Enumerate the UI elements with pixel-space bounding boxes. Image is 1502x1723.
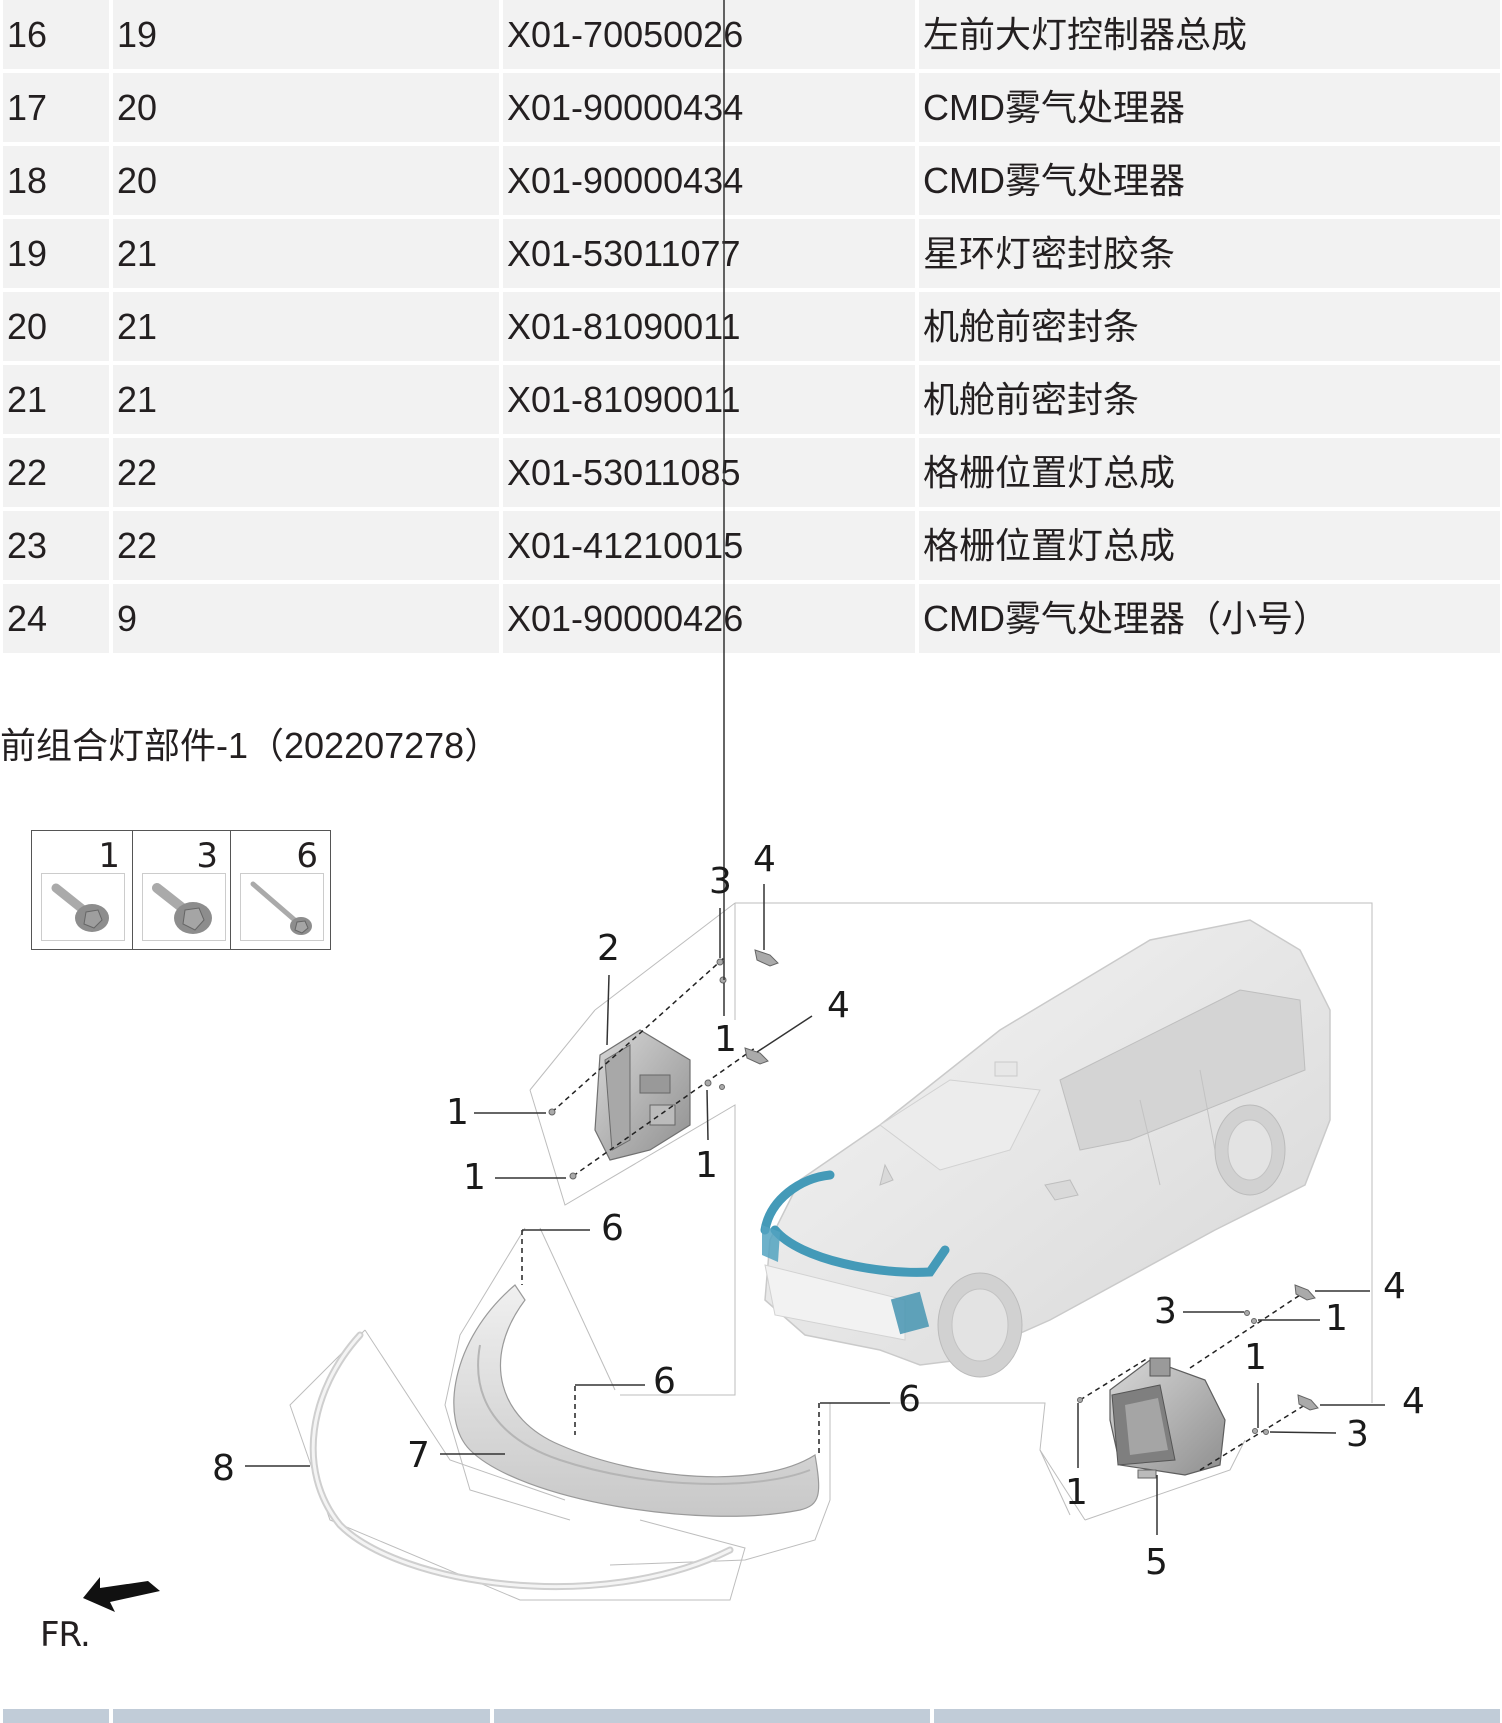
callout-3: 3 [709,861,732,902]
cell-part-name: 机舱前密封条 [919,292,1500,361]
table-row: 16 19 X01-70050026 左前大灯控制器总成 [0,0,1502,69]
callout-4: 4 [1383,1266,1406,1307]
cell-part-number: X01-70050026 [503,0,915,69]
callout-8: 8 [212,1448,235,1489]
cell-ref: 21 [113,292,499,361]
group-frame-lines [289,902,1373,1601]
seal-strip-part [309,1331,734,1591]
cell-ref: 19 [113,0,499,69]
cell-part-name: CMD雾气处理器（小号） [919,584,1500,653]
callout-3: 3 [1346,1414,1369,1455]
cell-part-number: X01-53011085 [503,438,915,507]
callout-3: 3 [1154,1291,1177,1332]
fastener-legend: 1 3 6 [31,830,331,950]
callout-6: 6 [898,1379,921,1420]
cell-part-number: X01-81090011 [503,292,915,361]
cell-part-number: X01-90000434 [503,73,915,142]
fastener-paths-strip [521,1230,820,1455]
header-cell [494,1709,930,1723]
cell-index: 17 [3,73,109,142]
fog-processor-part [1109,1357,1226,1479]
flange-bolt-large-icon [142,873,226,941]
table-row: 18 20 X01-90000434 CMD雾气处理器 [0,146,1502,215]
header-cell [934,1709,1500,1723]
highlighted-light-bar [760,1170,950,1277]
next-table-header [0,1709,1502,1723]
callout-6: 6 [601,1208,624,1249]
front-direction-arrow [83,1577,160,1612]
callout-1: 1 [695,1145,718,1186]
table-row: 22 22 X01-53011085 格栅位置灯总成 [0,438,1502,507]
cell-index: 18 [3,146,109,215]
legend-item: 1 [32,831,133,949]
cell-part-number: X01-53011077 [503,219,915,288]
callout-1: 1 [1325,1298,1348,1339]
cell-part-name: 机舱前密封条 [919,365,1500,434]
legend-number: 1 [98,836,120,876]
cell-index: 21 [3,365,109,434]
header-cell [113,1709,490,1723]
cell-ref: 20 [113,73,499,142]
cell-index: 22 [3,438,109,507]
cell-index: 19 [3,219,109,288]
cell-part-name: 格栅位置灯总成 [919,438,1500,507]
callout-1: 1 [714,1019,737,1060]
callout-2: 2 [597,928,620,969]
table-row: 19 21 X01-53011077 星环灯密封胶条 [0,219,1502,288]
grille-light-strip-part [453,1284,820,1517]
highlighted-fog-processor [890,1291,930,1335]
cell-part-number: X01-90000434 [503,146,915,215]
cell-part-name: 星环灯密封胶条 [919,219,1500,288]
table-row: 24 9 X01-90000426 CMD雾气处理器（小号） [0,584,1502,653]
callout-7: 7 [407,1435,430,1476]
callout-1: 1 [1244,1337,1267,1378]
cell-index: 16 [3,0,109,69]
cell-index: 23 [3,511,109,580]
cell-ref: 21 [113,219,499,288]
cell-part-number: X01-90000426 [503,584,915,653]
flange-bolt-icon [41,873,125,941]
cell-ref: 22 [113,438,499,507]
headlight-controller-part [594,1029,691,1161]
table-row: 21 21 X01-81090011 机舱前密封条 [0,365,1502,434]
callout-4: 4 [827,985,850,1026]
cell-part-number: X01-41210015 [503,511,915,580]
callout-4: 4 [753,839,776,880]
cell-part-name: 格栅位置灯总成 [919,511,1500,580]
header-cell [3,1709,109,1723]
table-row: 23 22 X01-41210015 格栅位置灯总成 [0,511,1502,580]
cell-part-name: 左前大灯控制器总成 [919,0,1500,69]
table-row: 17 20 X01-90000434 CMD雾气处理器 [0,73,1502,142]
legend-item: 3 [133,831,231,949]
cell-ref: 20 [113,146,499,215]
legend-number: 3 [196,836,218,876]
leader-lines-strip [245,1229,890,1467]
callout-1: 1 [446,1092,469,1133]
cell-ref: 9 [113,584,499,653]
cell-part-number: X01-81090011 [503,365,915,434]
callout-1: 1 [1065,1472,1088,1513]
callout-1: 1 [463,1157,486,1198]
legend-item: 6 [231,831,330,949]
table-row: 20 21 X01-81090011 机舱前密封条 [0,292,1502,361]
fastener-parts-fog [1077,1284,1319,1435]
fastener-parts-headlight [548,949,779,1180]
section-title: 前组合灯部件-1（202207278） [0,725,501,766]
cell-index: 24 [3,584,109,653]
cell-part-name: CMD雾气处理器 [919,73,1500,142]
front-direction-label: FR. [40,1615,91,1655]
callout-6: 6 [653,1361,676,1402]
vehicle-illustration [760,919,1331,1378]
callout-5: 5 [1145,1542,1168,1583]
long-screw-icon [240,873,324,941]
cell-ref: 22 [113,511,499,580]
cell-index: 20 [3,292,109,361]
fastener-paths-fog [1079,1294,1306,1471]
leader-lines-fog [1077,1290,1385,1535]
cell-ref: 21 [113,365,499,434]
fastener-paths-headlight [551,957,756,1177]
cell-part-name: CMD雾气处理器 [919,146,1500,215]
legend-number: 6 [296,836,318,876]
callout-4: 4 [1402,1381,1425,1422]
